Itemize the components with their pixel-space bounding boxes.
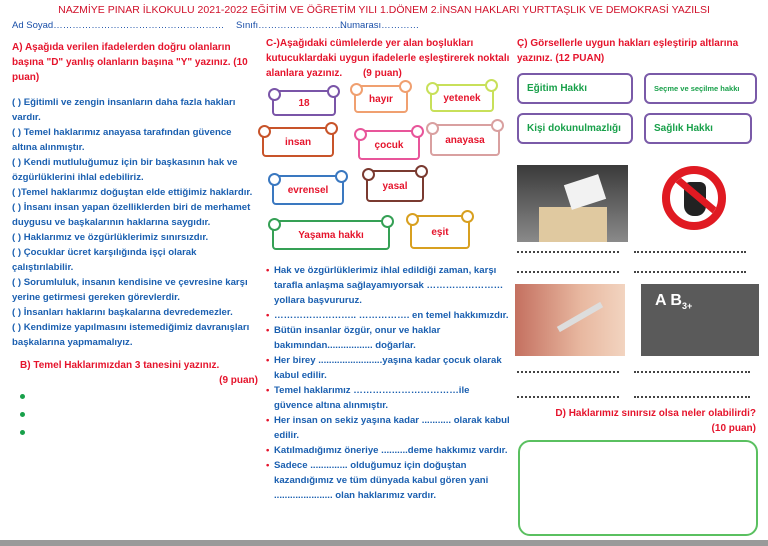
fill-in-sentences: Hak ve özgürlüklerimiz ihlal edildiği za… [266,263,511,503]
sentence: Katılmadığımız öneriye ..........deme ha… [266,443,511,458]
sentence: Temel haklarımız ……………………………ile güvence … [266,383,511,413]
answer-line [634,251,746,253]
sentence: Hak ve özgürlüklerimiz ihlal edildiği za… [266,263,511,308]
word-scroll: yasal [362,165,428,202]
left-column: A) Aşağıda verilen ifadelerden doğru ola… [12,40,258,448]
statement: ( ) İnsanı insan yapan özelliklerden bir… [12,202,251,228]
section-cc-heading: Ç) Görsellerle uygun hakları eşleştirip … [517,38,739,64]
word-scroll: anayasa [426,119,504,156]
stop-hand-icon [662,166,726,230]
word-scroll: eşit [406,210,474,249]
classroom-image: A B3+ [641,284,759,356]
word-scroll: yetenek [426,79,498,112]
ballot-box-image [517,165,628,242]
section-d-heading: D) Haklarımız sınırsız olsa neler olabil… [555,408,756,419]
right-box: Kişi dokunulmazlığı [517,113,633,144]
section-b: B) Temel Haklarımızdan 3 tanesini yazını… [12,358,258,388]
answer-line [517,396,619,398]
answer-line [517,371,619,373]
word-scroll: hayır [350,80,412,113]
answer-box[interactable] [518,440,758,536]
section-c-heading: C-)Aşağıdaki cümlelerde yer alan boşlukl… [266,38,510,79]
section-b-heading: B) Temel Haklarımızdan 3 tanesini yazını… [20,360,220,371]
answer-line [634,371,750,373]
word-scroll: çocuk [354,125,424,160]
section-c-points: (9 puan) [362,68,402,79]
section-a-items: ( ) Eğitimli ve zengin insanların daha f… [12,95,258,350]
statement: ( ) Temel haklarımız anayasa tarafından … [12,127,232,153]
word-scroll: 18 [268,85,340,116]
statement: ( )Temel haklarımız doğuştan elde ettiği… [12,187,253,198]
answer-bullet [20,430,25,435]
sentence: Bütün insanlar özgür, onur ve haklar bak… [266,323,511,353]
section-c-header: C-)Aşağıdaki cümlelerde yer alan boşlukl… [266,36,511,81]
statement: ( ) Haklarımız ve özgürlüklerimiz sınırs… [12,232,209,243]
section-d: D) Haklarımız sınırsız olsa neler olabil… [520,406,756,436]
answer-line [634,271,746,273]
word-scroll: evrensel [268,170,348,205]
right-box: Sağlık Hakkı [644,113,752,144]
page-bottom-bar [0,540,768,546]
vaccine-image [515,284,625,356]
answer-bullet [20,412,25,417]
answer-bullet [20,394,25,399]
section-b-points: (9 puan) [219,375,258,386]
statement: ( ) Sorumluluk, insanın kendisine ve çev… [12,277,248,303]
word-scroll: Yaşama hakkı [268,215,394,250]
statement: ( ) Kendi mutluluğumuz için bir başkasın… [12,157,238,183]
answer-line [634,396,750,398]
page-title: NAZMİYE PINAR İLKOKULU 2021-2022 EĞİTİM … [58,4,710,16]
name-field: Ad Soyad……………………………………………… [12,20,225,31]
sentence: Her insan on sekiz yaşına kadar ........… [266,413,511,443]
statement: ( ) Eğitimli ve zengin insanların daha f… [12,97,236,123]
right-box: Seçme ve seçilme hakkı [644,73,757,104]
section-a-heading: A) Aşağıda verilen ifadelerden doğru ola… [12,42,248,83]
word-scroll: insan [258,122,338,157]
section-d-points: (10 puan) [711,423,756,434]
sentence: Sadece .............. olduğumuz için doğ… [266,458,511,503]
number-field: Numarası………… [340,20,420,31]
answer-line [517,251,619,253]
answer-line [517,271,619,273]
sentence: Her birey ........................yaşına… [266,353,511,383]
statement: ( ) İnsanları haklarını başkalarına devr… [12,307,233,318]
statement: ( ) Çocuklar ücret karşılığında işçi ola… [12,247,197,273]
right-box: Eğitim Hakkı [517,73,633,104]
class-field: Sınıfı………………………. [236,20,347,31]
statement: ( ) Kendimize yapılmasını istemediğimiz … [12,322,250,348]
answer-bullets [12,394,258,435]
sentence: …………………….. ……………. en temel hakkımızdır. [266,308,511,323]
